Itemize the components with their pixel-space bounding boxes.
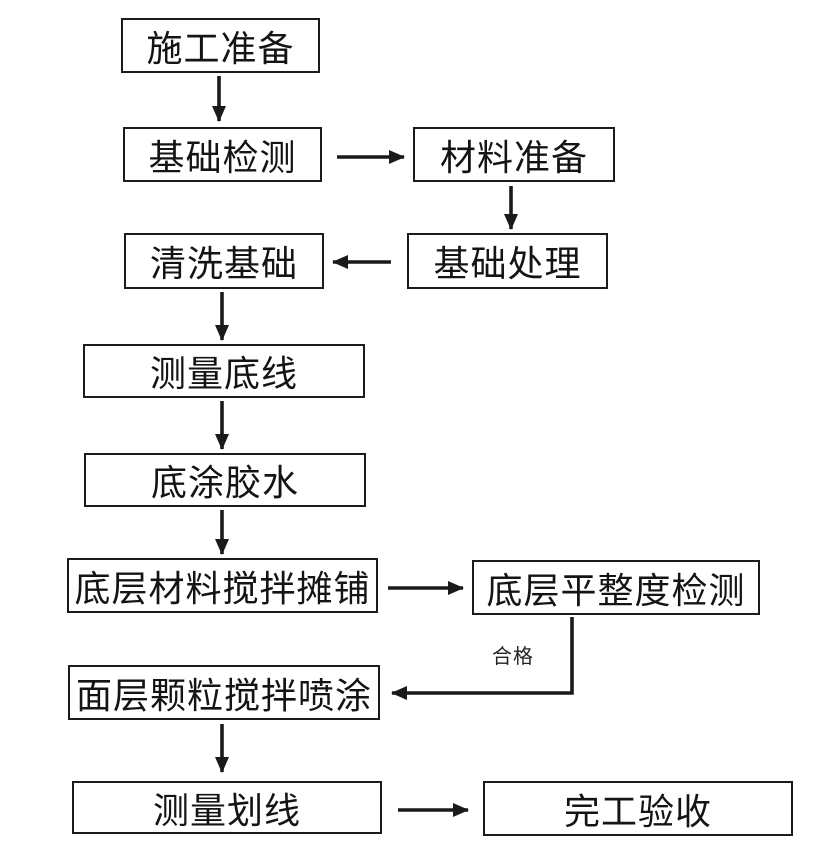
node-foundation-treatment: 基础处理 bbox=[407, 233, 608, 289]
node-measure-marking: 测量划线 bbox=[72, 781, 382, 834]
node-completion-acceptance: 完工验收 bbox=[483, 781, 793, 836]
node-measure-baseline: 测量底线 bbox=[83, 344, 365, 398]
edge-label-qualified: 合格 bbox=[492, 644, 534, 668]
node-material-preparation: 材料准备 bbox=[413, 127, 615, 182]
arrow-flatness-to-spray-elbow bbox=[391, 617, 574, 700]
node-primer-glue: 底涂胶水 bbox=[84, 453, 366, 507]
node-clean-foundation: 清洗基础 bbox=[124, 233, 324, 289]
node-base-layer-mix-paving: 底层材料搅拌摊铺 bbox=[67, 558, 378, 613]
node-construction-preparation: 施工准备 bbox=[121, 18, 320, 73]
node-surface-particle-spray: 面层颗粒搅拌喷涂 bbox=[68, 665, 380, 720]
node-base-flatness-inspection: 底层平整度检测 bbox=[472, 560, 760, 615]
node-foundation-inspection: 基础检测 bbox=[123, 127, 322, 182]
